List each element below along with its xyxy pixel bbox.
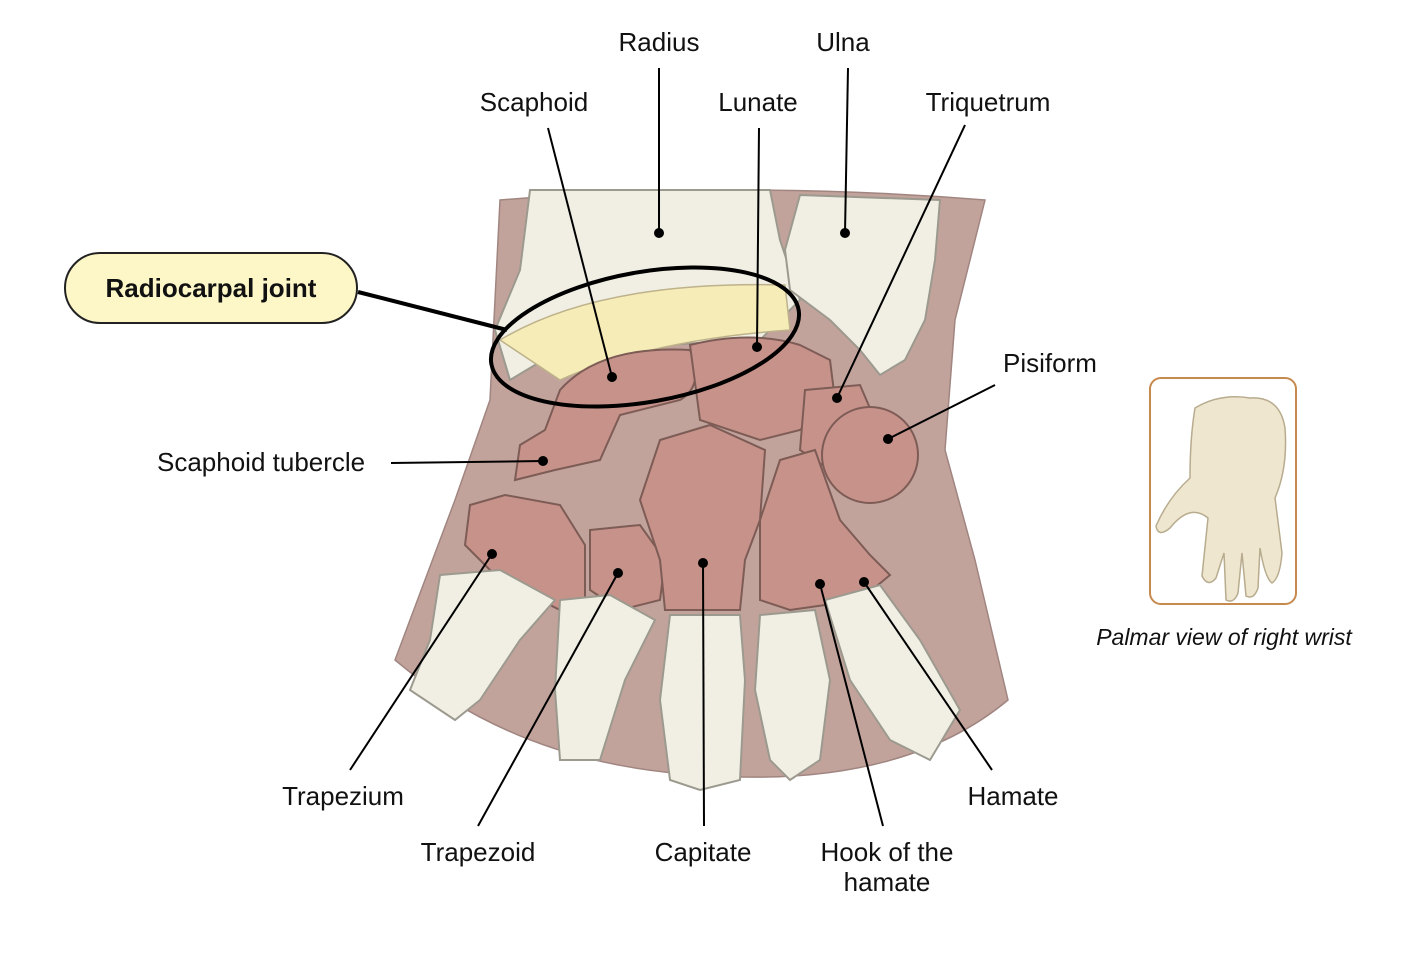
metacarpal-3 [658,614,747,792]
trapezoid-bone [589,523,667,612]
metacarpal-4 [753,608,832,782]
radiocarpal-joint-callout: Radiocarpal joint [64,252,358,324]
radiocarpal-region [498,283,791,381]
radiocarpal-joint-ring [488,265,802,409]
thumbnail-frame [1149,377,1297,605]
pisiform-bone [821,406,919,504]
triquetrum-bone [798,383,877,472]
radius-bone [493,189,802,382]
leader-hamate [863,581,993,771]
lunate-bone [688,336,837,442]
leader-hook-of-hamate [819,583,884,827]
hamate-bone [759,448,892,612]
label-capitate: Capitate [654,837,752,867]
metacarpal-5 [823,583,962,762]
label-hook-of-hamate-line2: hamate [843,867,931,897]
leader-trapezium [349,553,493,771]
label-triquetrum: Triquetrum [925,87,1051,117]
leader-scaphoid [547,127,613,378]
label-trapezoid: Trapezoid [420,837,536,867]
metacarpal-2 [553,593,657,761]
radiocarpal-joint-label: Radiocarpal joint [105,272,317,303]
label-hamate: Hamate [967,781,1059,811]
thumbnail-caption: Palmar view of right wrist [1096,624,1352,650]
scaphoid-bone [513,348,697,482]
leader-scaphoid-tubercle [390,460,544,464]
leader-lunate [756,127,760,348]
leader-ulna [844,67,849,234]
leader-pisiform [887,384,996,440]
leader-triquetrum [836,124,966,399]
label-trapezium: Trapezium [282,781,404,811]
metacarpal-1 [408,568,557,722]
label-pisiform: Pisiform [1003,348,1097,378]
soft-tissue-background [394,189,1009,778]
leader-trapezoid [477,572,619,827]
label-ulna: Ulna [816,27,870,57]
ulna-bone [783,193,942,377]
trapezium-bone [463,493,586,612]
callout-connector [357,290,508,332]
label-scaphoid: Scaphoid [479,87,589,117]
label-scaphoid-tubercle: Scaphoid tubercle [157,447,366,477]
label-hook-of-hamate-line1: Hook of the [820,837,954,867]
leader-capitate [702,562,705,827]
label-lunate: Lunate [718,87,798,117]
label-radius: Radius [618,27,700,57]
capitate-bone [638,423,767,611]
